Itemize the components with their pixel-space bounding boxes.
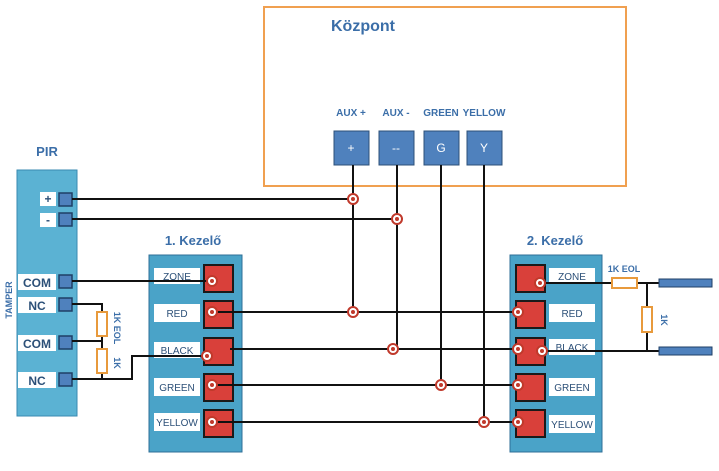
kp2-label-yellow: YELLOW bbox=[551, 420, 593, 431]
node-center bbox=[351, 310, 355, 314]
pir-label-box-com1 bbox=[18, 274, 56, 290]
kp2-label-green: GREEN bbox=[554, 383, 590, 394]
kp1-label-yellow: YELLOW bbox=[156, 418, 198, 429]
central-unit: Központ AUX + AUX - GREEN YELLOW + -- G … bbox=[263, 6, 627, 187]
pir-terminal-com2 bbox=[58, 335, 73, 350]
node-center bbox=[351, 197, 355, 201]
node-center bbox=[210, 383, 214, 387]
pir-terminal-plus bbox=[58, 192, 73, 207]
tamper-label: TAMPER bbox=[4, 281, 14, 319]
kp1-label-green: GREEN bbox=[159, 383, 195, 394]
kp2-label-box-green bbox=[549, 378, 595, 396]
output-leads bbox=[658, 278, 713, 356]
pir-resistor-1k bbox=[96, 348, 108, 374]
connection-node-centers bbox=[205, 197, 544, 424]
pir-label-com2: COM bbox=[23, 337, 51, 351]
aux-plus-caption: AUX + bbox=[336, 108, 366, 119]
pir-terminal-nc1 bbox=[58, 297, 73, 312]
central-unit-title: Központ bbox=[331, 18, 396, 35]
pir-resistor-eol bbox=[96, 311, 108, 337]
kp2-resistor-1k bbox=[641, 306, 653, 333]
pir-label-box-com2 bbox=[18, 335, 56, 351]
aux-plus-terminal bbox=[333, 130, 370, 166]
pir-title: PIR bbox=[36, 144, 58, 159]
aux-plus-symbol: + bbox=[347, 141, 354, 155]
green-symbol: G bbox=[436, 141, 445, 155]
pir-label-box-minus bbox=[40, 213, 56, 227]
keypad-1-title: 1. Kezelő bbox=[165, 233, 221, 248]
yellow-caption: YELLOW bbox=[463, 108, 506, 119]
kp2-terminal-green bbox=[515, 373, 546, 402]
kp2-label-red: RED bbox=[561, 309, 582, 320]
pir-label-box-plus bbox=[40, 192, 56, 206]
green-terminal bbox=[423, 130, 460, 166]
node-center bbox=[391, 347, 395, 351]
output-lead-bottom bbox=[658, 346, 713, 356]
node-center bbox=[516, 310, 520, 314]
node-center bbox=[210, 310, 214, 314]
green-caption: GREEN bbox=[423, 108, 459, 119]
keypad-2-title: 2. Kezelő bbox=[527, 233, 583, 248]
kp2-label-box-yellow bbox=[549, 415, 595, 433]
kp2-resistor-eol-label: 1K EOL bbox=[608, 264, 641, 274]
connection-nodes bbox=[201, 193, 548, 428]
kp1-label-box-red bbox=[154, 304, 200, 322]
pir-resistor-eol-label: 1K EOL bbox=[112, 312, 122, 345]
pir-label-nc2: NC bbox=[28, 374, 46, 388]
pir-label-com1: COM bbox=[23, 276, 51, 290]
kp2-terminal-red bbox=[515, 300, 546, 329]
pir-terminal-minus bbox=[58, 212, 73, 227]
resistors: 1K EOL 1K 1K EOL 1K bbox=[96, 264, 669, 374]
node-center bbox=[516, 420, 520, 424]
output-lead-top bbox=[658, 278, 713, 288]
wires bbox=[72, 165, 659, 423]
pir-label-box-nc1 bbox=[18, 297, 56, 313]
kp1-label-zone: ZONE bbox=[163, 272, 191, 283]
pir-terminal-nc2 bbox=[58, 372, 73, 387]
wire-pir-nc1 bbox=[72, 303, 103, 312]
aux-minus-caption: AUX - bbox=[382, 108, 409, 119]
kp1-label-box-green bbox=[154, 378, 200, 396]
yellow-symbol: Y bbox=[480, 141, 488, 155]
node-center bbox=[210, 420, 214, 424]
kp2-resistor-eol bbox=[611, 277, 638, 289]
kp1-label-red: RED bbox=[166, 309, 187, 320]
pir-resistor-1k-label: 1K bbox=[112, 357, 122, 369]
node-center bbox=[538, 281, 542, 285]
keypad-2: 2. Kezelő ZONE RED BLACK GREEN YELLOW bbox=[509, 233, 603, 453]
aux-minus-symbol: -- bbox=[392, 141, 400, 155]
node-center bbox=[205, 354, 209, 358]
node-center bbox=[516, 347, 520, 351]
pir-terminal-com1 bbox=[58, 274, 73, 289]
node-center bbox=[540, 349, 544, 353]
kp1-label-black: BLACK bbox=[161, 346, 194, 357]
kp1-terminal-green bbox=[203, 373, 234, 402]
node-center bbox=[482, 420, 486, 424]
node-center bbox=[395, 217, 399, 221]
keypad-1: 1. Kezelő ZONE RED BLACK GREEN YELLOW bbox=[148, 233, 243, 453]
kp2-label-zone: ZONE bbox=[558, 272, 586, 283]
kp1-label-box-yellow bbox=[154, 413, 200, 431]
pir-label-nc1: NC bbox=[28, 299, 46, 313]
pir-panel: PIR TAMPER + - COM NC COM NC bbox=[4, 144, 78, 417]
pir-label-minus: - bbox=[46, 213, 50, 227]
wire-pir-nc2-black bbox=[72, 355, 210, 380]
kp1-label-box-black bbox=[154, 342, 200, 358]
node-center bbox=[210, 279, 214, 283]
pir-label-box-nc2 bbox=[18, 372, 56, 388]
node-center bbox=[516, 383, 520, 387]
kp2-label-box-red bbox=[549, 304, 595, 322]
pir-label-plus: + bbox=[44, 192, 51, 206]
kp2-resistor-1k-label: 1K bbox=[659, 314, 669, 326]
kp2-label-black: BLACK bbox=[556, 343, 589, 354]
node-center bbox=[439, 383, 443, 387]
kp2-label-box-zone bbox=[549, 268, 595, 284]
